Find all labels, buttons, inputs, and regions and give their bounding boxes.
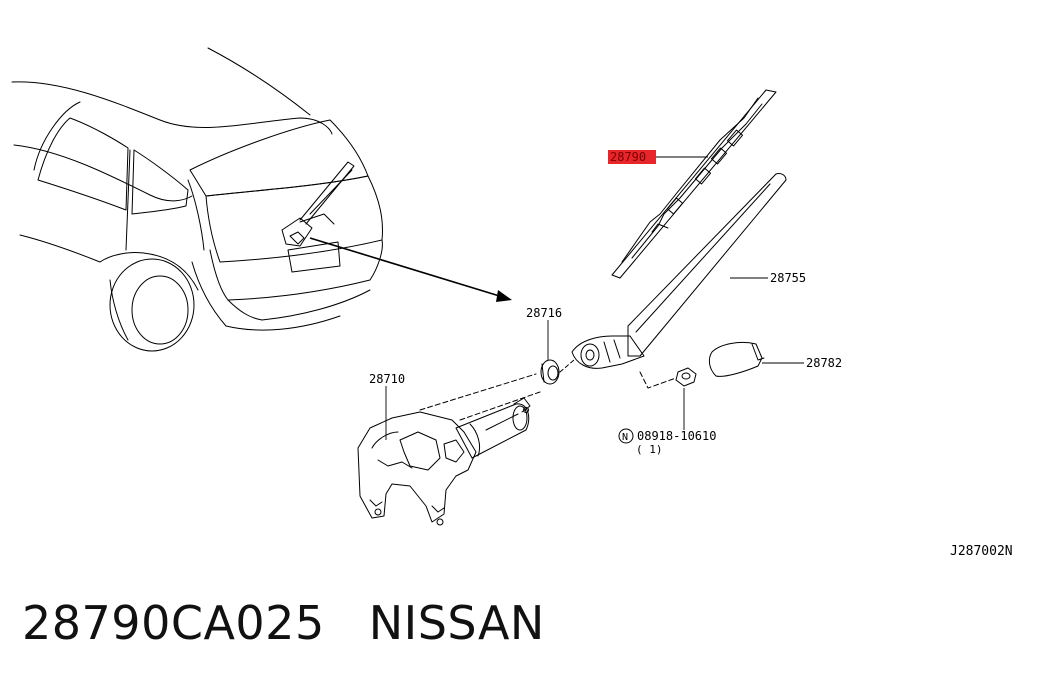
bolt-part xyxy=(675,367,697,387)
part-caption: 28790CA025 NISSAN xyxy=(22,596,545,650)
part-label-28782: 28782 xyxy=(806,356,842,370)
wiper-motor-part xyxy=(357,373,541,526)
n-marker-icon xyxy=(618,428,634,444)
brand-name: NISSAN xyxy=(368,596,545,650)
highlight-box xyxy=(608,150,656,164)
wiper-arm-part xyxy=(571,173,787,389)
diagram-code: J287002N xyxy=(950,544,1013,559)
part-label-28790: 28790 xyxy=(610,150,646,164)
bolt-quantity: ( 1) xyxy=(636,443,663,456)
part-label-28710: 28710 xyxy=(369,372,405,386)
part-label-28755: 28755 xyxy=(770,271,806,285)
location-arrow xyxy=(309,237,512,302)
cap-part xyxy=(708,341,765,377)
highlighted-part-label[interactable]: 28790 xyxy=(608,150,656,164)
leader-lines xyxy=(385,156,804,440)
wiper-blade-part xyxy=(611,89,777,279)
vehicle-rear-illustration xyxy=(11,47,383,352)
part-label-08918-10610: 08918-10610 xyxy=(637,429,716,443)
bolt-label-group: N 08918-10610 ( 1) xyxy=(618,428,716,456)
nut-part xyxy=(540,359,575,385)
part-number: 28790CA025 xyxy=(22,596,325,650)
n-marker-text: N xyxy=(622,432,628,443)
part-label-28716: 28716 xyxy=(526,306,562,320)
